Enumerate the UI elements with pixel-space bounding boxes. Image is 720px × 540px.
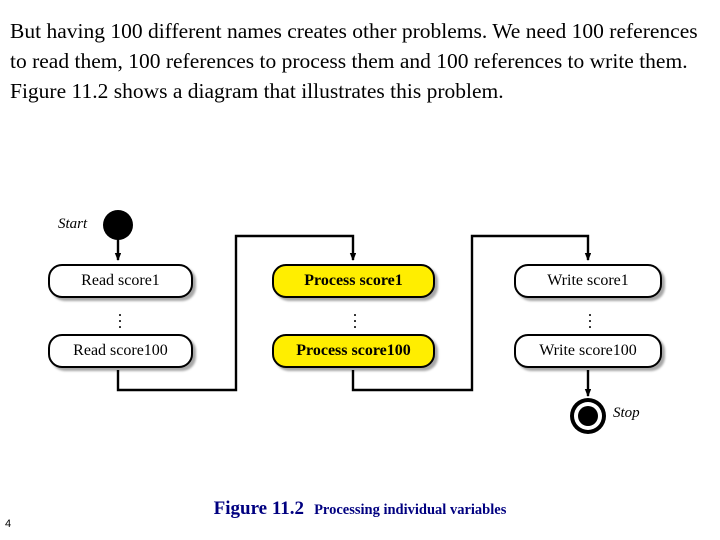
read-ellipsis: ... [117, 301, 123, 332]
node-label: Write score1 [547, 272, 629, 289]
node-label: Process score1 [304, 272, 403, 289]
node-process-score100[interactable]: Process score100 [272, 334, 435, 368]
diagram-connectors [114, 234, 592, 397]
figure-number: Figure 11.2 [213, 498, 305, 519]
stop-label: Stop [613, 405, 640, 421]
process-ellipsis: ... [352, 301, 358, 332]
figure-subtitle: Processing individual variables [314, 502, 507, 518]
node-write-score100[interactable]: Write score100 [514, 334, 662, 368]
figure-diagram: Start Read score1 ... Read score100 Proc… [0, 190, 720, 450]
node-label: Read score1 [81, 272, 160, 289]
node-label: Write score100 [539, 342, 637, 359]
write-ellipsis: ... [587, 301, 593, 332]
figure-caption: Figure 11.2 Processing individual variab… [0, 498, 720, 520]
node-process-score1[interactable]: Process score1 [272, 264, 435, 298]
node-read-score100[interactable]: Read score100 [48, 334, 193, 368]
start-bullet [103, 210, 133, 240]
node-read-score1[interactable]: Read score1 [48, 264, 193, 298]
node-write-score1[interactable]: Write score1 [514, 264, 662, 298]
body-paragraph: But having 100 different names creates o… [10, 19, 698, 103]
start-label: Start [58, 216, 88, 232]
node-label: Read score100 [73, 342, 168, 359]
page-number: 4 [5, 518, 12, 530]
node-label: Process score100 [296, 342, 411, 359]
stop-core [578, 406, 598, 426]
